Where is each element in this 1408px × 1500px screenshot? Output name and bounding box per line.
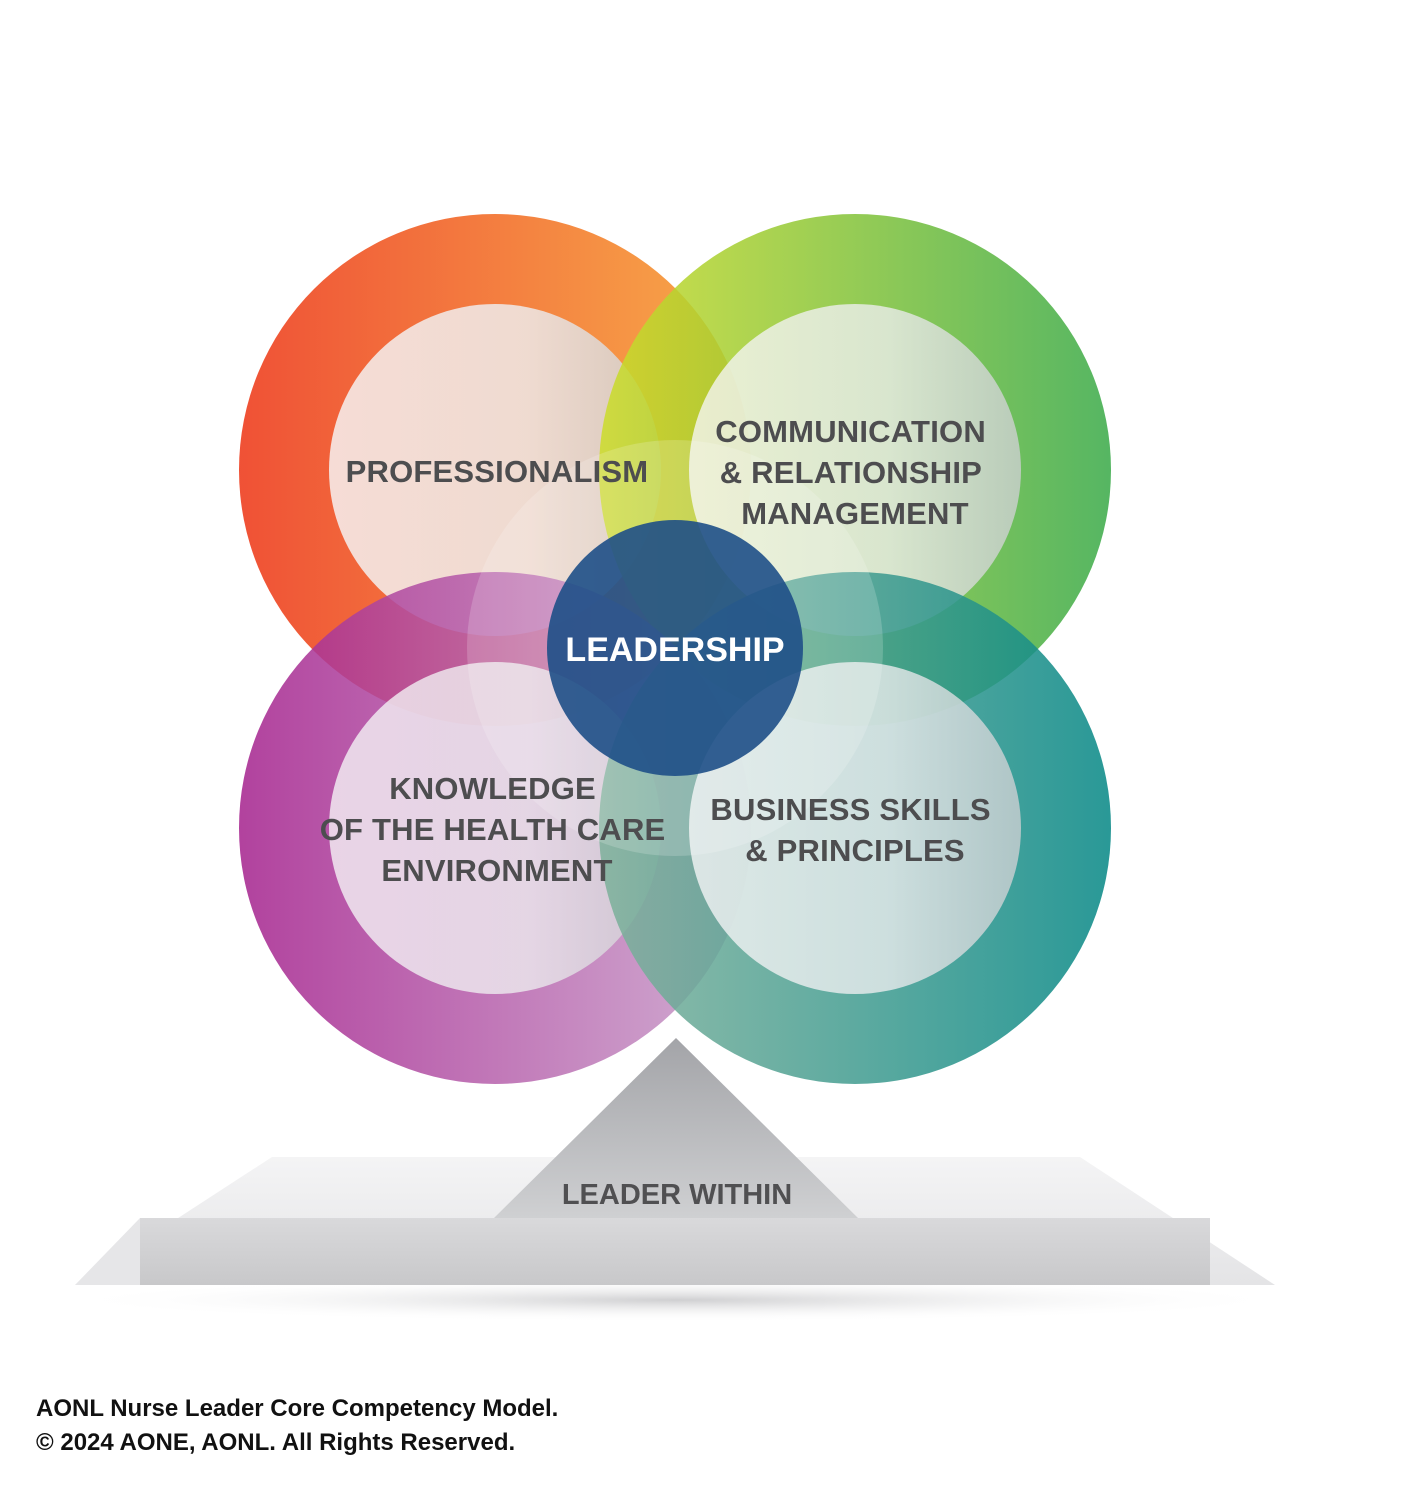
footer-copyright: © 2024 AONE, AONL. All Rights Reserved. [36, 1429, 516, 1456]
center-leadership: LEADERSHIP [547, 520, 803, 776]
communication-label-line: COMMUNICATION [715, 414, 986, 449]
pyramid [494, 1038, 858, 1218]
base-front-slab [140, 1218, 1210, 1285]
knowledge-label-line: OF THE HEALTH CARE [320, 812, 666, 847]
base-shadow [56, 1278, 1296, 1322]
knowledge-label: KNOWLEDGE OF THE HEALTH CARE ENVIRONMENT [320, 771, 675, 888]
ring-professionalism-inner [329, 304, 661, 636]
footer-model-title: AONL Nurse Leader Core Competency Model. [36, 1395, 559, 1422]
base-platform: LEADER WITHIN [56, 1038, 1296, 1322]
copyright-footer: AONL Nurse Leader Core Competency Model.… [36, 1392, 558, 1460]
leader-within-label: LEADER WITHIN [562, 1179, 792, 1211]
communication-label-line: & RELATIONSHIP [720, 455, 982, 490]
professionalism-label: PROFESSIONALISM [346, 454, 649, 489]
business-label-line: BUSINESS SKILLS [710, 792, 990, 827]
ring-communication-inner [689, 304, 1021, 636]
center-circle [547, 520, 803, 776]
ring-knowledge-inner [329, 662, 661, 994]
ring-business-inner [689, 662, 1021, 994]
communication-label-line: MANAGEMENT [741, 496, 969, 531]
business-label: BUSINESS SKILLS & PRINCIPLES [710, 792, 999, 868]
leadership-label: LEADERSHIP [565, 631, 784, 669]
professionalism-label-line: PROFESSIONALISM [346, 454, 649, 489]
ring-labels: PROFESSIONALISM COMMUNICATION & RELATION… [320, 414, 999, 888]
base-front-slab-left-wing [75, 1218, 140, 1285]
communication-label: COMMUNICATION & RELATIONSHIP MANAGEMENT [715, 414, 994, 531]
competency-rings [239, 214, 1111, 1084]
knowledge-label-line: KNOWLEDGE [389, 771, 596, 806]
knowledge-label-line: ENVIRONMENT [381, 853, 612, 888]
business-label-line: & PRINCIPLES [745, 833, 964, 868]
